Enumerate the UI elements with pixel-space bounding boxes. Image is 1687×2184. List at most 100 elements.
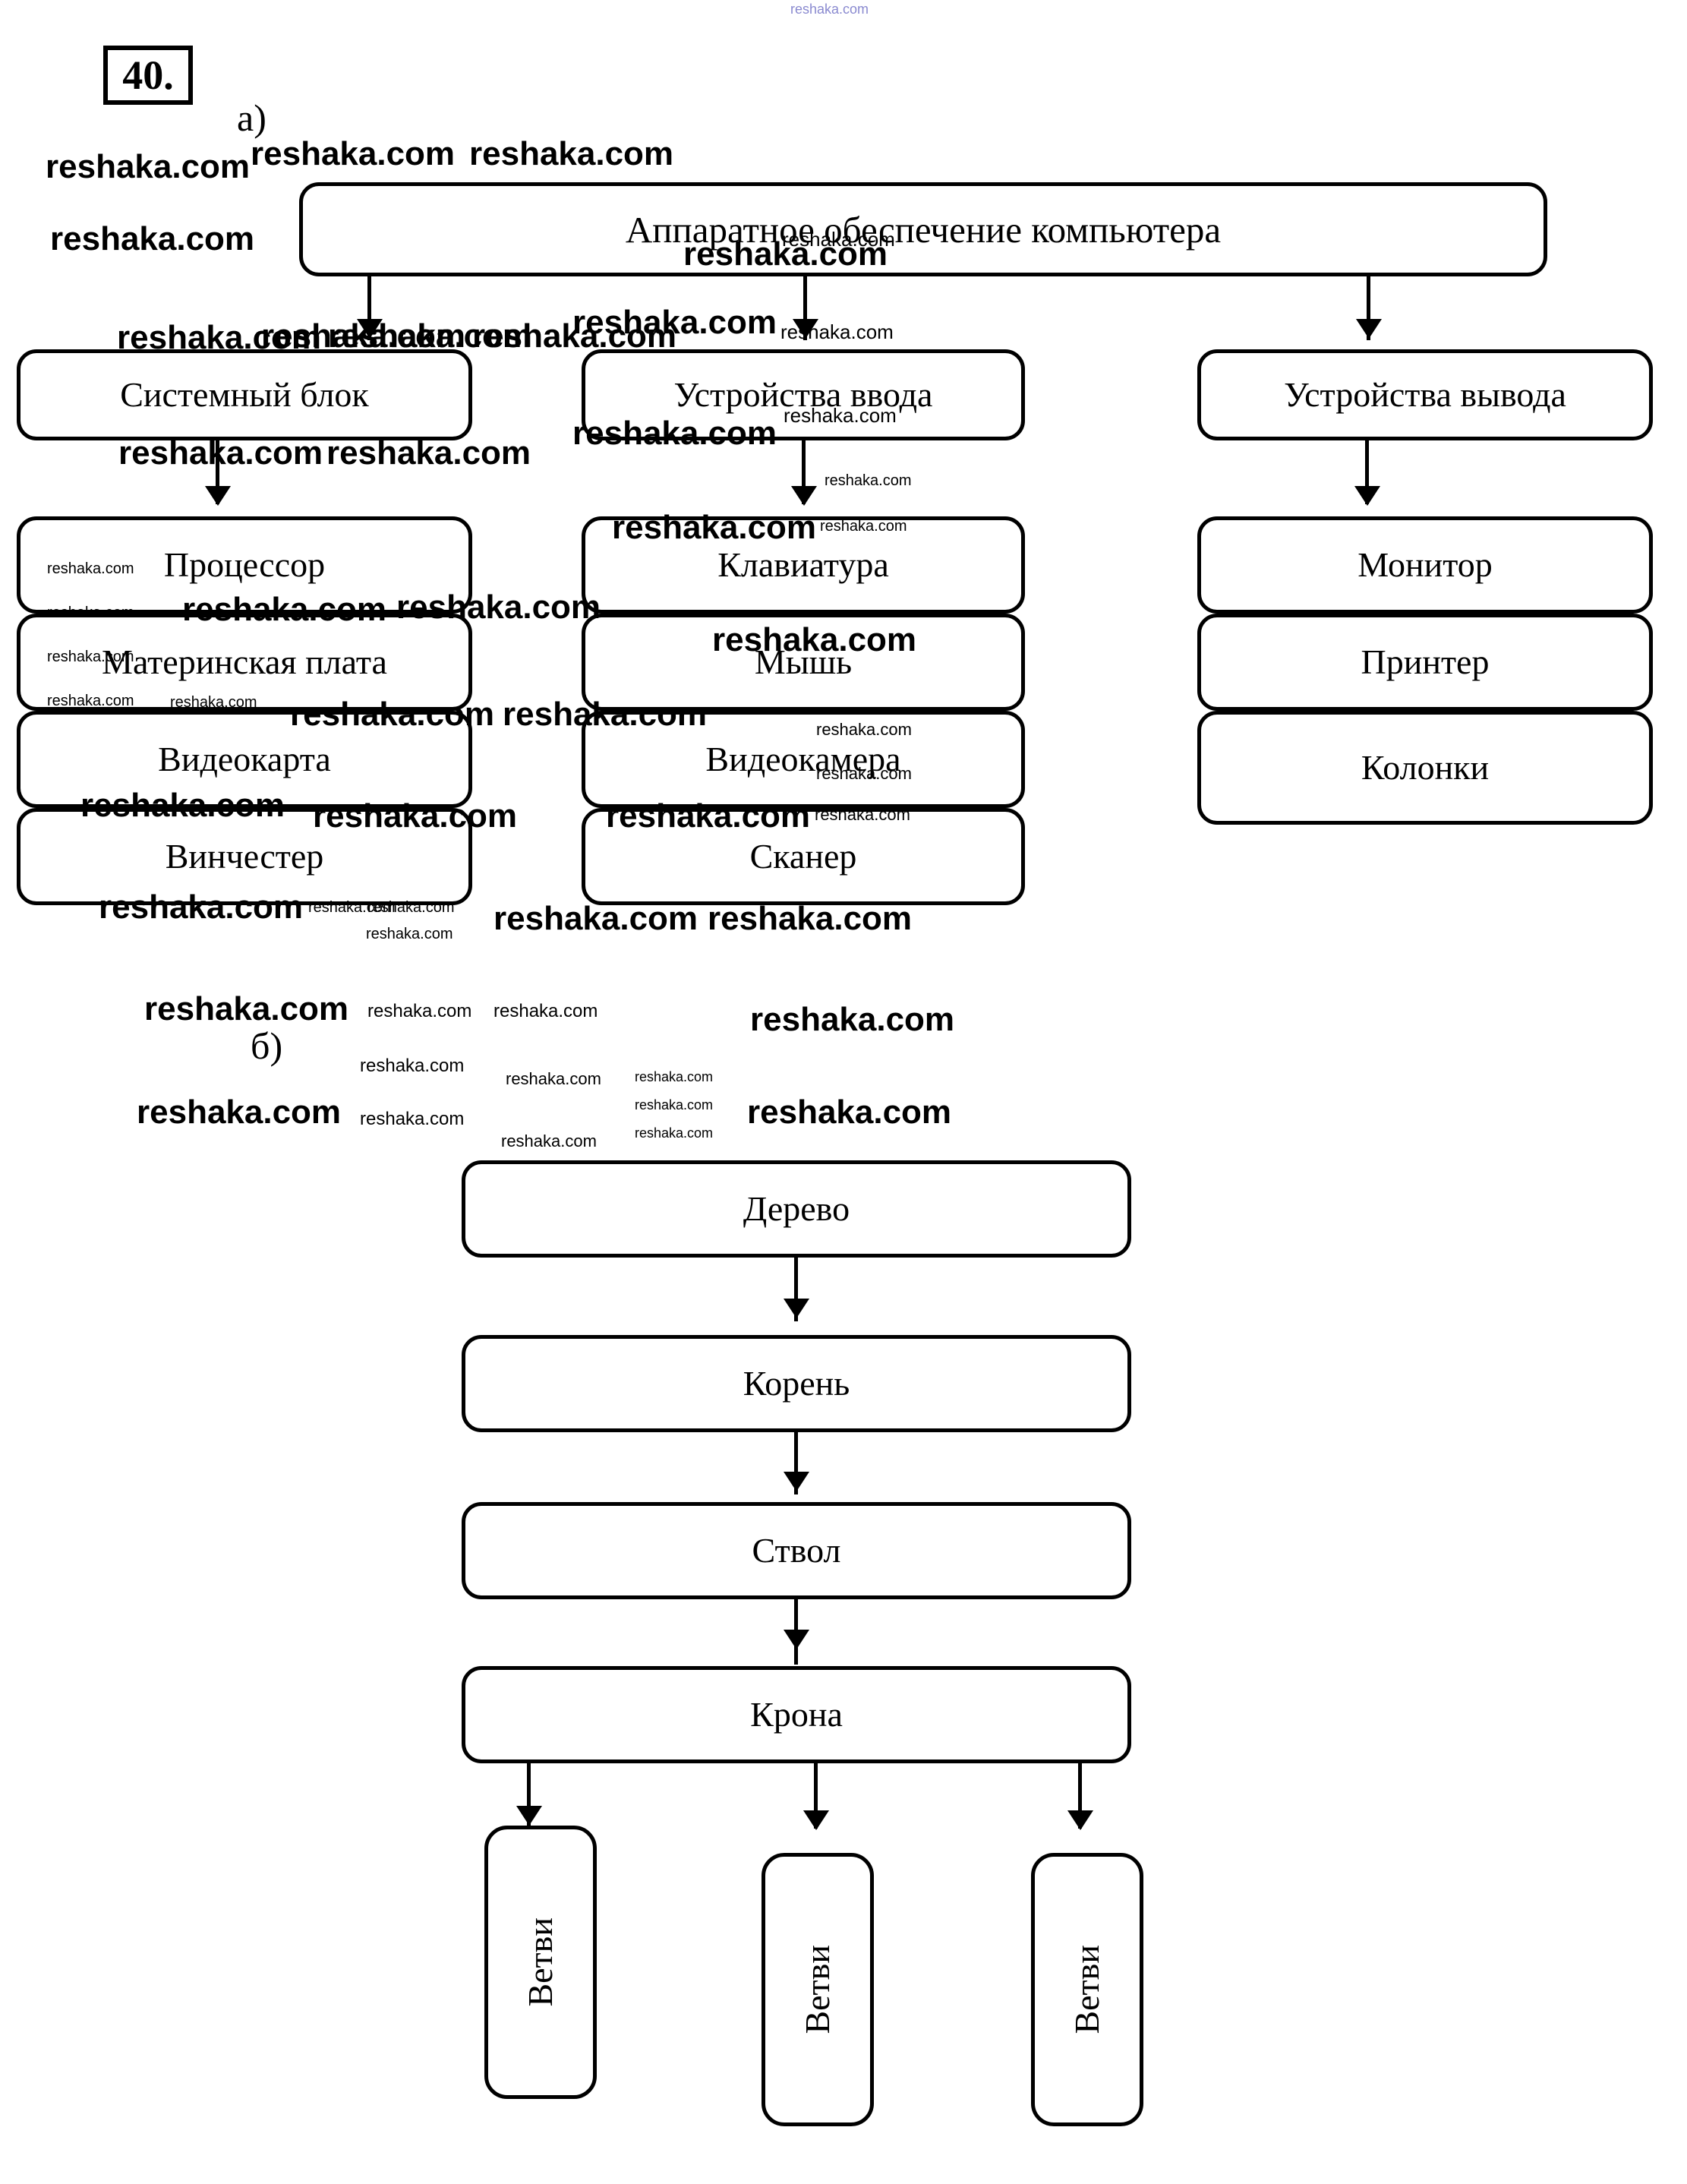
watermark: reshaka.com: [290, 696, 495, 733]
watermark: reshaka.com: [47, 649, 134, 665]
node-root: Корень: [462, 1335, 1131, 1432]
watermark: reshaka.com: [503, 696, 708, 733]
watermark: reshaka.com: [572, 415, 777, 452]
watermark: reshaka.com: [750, 1001, 955, 1038]
connector-sysunit-child: [216, 440, 219, 504]
leaf-speakers: Колонки: [1197, 711, 1653, 825]
watermark: reshaka.com: [790, 2, 869, 17]
node-hardware-label: Аппаратное обеспечение компьютера: [625, 208, 1222, 251]
node-crown-label: Крона: [750, 1695, 843, 1734]
watermark: reshaka.com: [99, 888, 304, 926]
watermark: reshaka.com: [47, 693, 134, 709]
arrow-to-branch-3: [1356, 319, 1382, 339]
arrow-crown-branch-1: [516, 1806, 542, 1826]
leaf-speakers-label: Колонки: [1361, 748, 1490, 787]
node-output-devices-label: Устройства вывода: [1284, 375, 1566, 414]
watermark: reshaka.com: [47, 560, 134, 577]
watermark: reshaka.com: [683, 235, 888, 273]
watermark: reshaka.com: [816, 764, 912, 783]
connector-to-branch-1: [367, 276, 371, 340]
watermark: reshaka.com: [367, 899, 455, 916]
watermark: reshaka.com: [612, 509, 817, 546]
watermark: reshaka.com: [501, 1131, 597, 1150]
leaf-videocard-label: Видеокарта: [158, 740, 331, 778]
watermark: reshaka.com: [472, 317, 677, 355]
connector-to-branch-2: [803, 276, 807, 340]
leaf-mouse: Мышь: [582, 614, 1025, 711]
node-input-devices: Устройства ввода: [582, 349, 1025, 440]
watermark: reshaka.com: [712, 621, 917, 658]
connector-to-branch-3: [1367, 276, 1370, 340]
watermark: reshaka.com: [117, 319, 322, 356]
node-root-label: Корень: [743, 1364, 850, 1403]
watermark: reshaka.com: [170, 694, 257, 711]
node-system-unit-label: Системный блок: [120, 375, 369, 414]
connector-crown-branch-3: [1078, 1763, 1082, 1829]
node-system-unit: Системный блок: [17, 349, 472, 440]
leaf-branches-2-label: Ветви: [798, 1945, 837, 2034]
node-trunk: Ствол: [462, 1502, 1131, 1599]
arrow-tree-root: [784, 1299, 809, 1318]
watermark: reshaka.com: [396, 589, 601, 626]
leaf-videocard: Видеокарта: [17, 711, 472, 808]
watermark: reshaka.com: [313, 797, 518, 835]
node-output-devices: Устройства вывода: [1197, 349, 1653, 440]
watermark: reshaka.com: [506, 1069, 601, 1088]
exercise-number: 40.: [122, 52, 174, 98]
watermark: reshaka.com: [182, 591, 387, 628]
leaf-mouse-label: Мышь: [754, 642, 853, 681]
watermark: reshaka.com: [118, 434, 323, 472]
arrow-to-branch-1: [357, 319, 383, 339]
connector-crown-branch-2: [814, 1763, 818, 1829]
watermark: reshaka.com: [635, 1097, 714, 1113]
leaf-motherboard-label: Материнская плата: [102, 642, 387, 681]
watermark: reshaka.com: [815, 805, 910, 824]
watermark: reshaka.com: [47, 604, 134, 621]
watermark: reshaka.com: [144, 990, 349, 1027]
leaf-processor-label: Процессор: [163, 545, 326, 584]
watermark: reshaka.com: [493, 900, 698, 937]
leaf-monitor-label: Монитор: [1357, 545, 1493, 584]
part-b-label: б): [251, 1024, 283, 1067]
leaf-scanner: Сканер: [582, 808, 1025, 905]
watermark: reshaka.com: [360, 1056, 465, 1076]
node-crown: Крона: [462, 1666, 1131, 1763]
leaf-keyboard-label: Клавиатура: [717, 545, 889, 584]
watermark: reshaka.com: [493, 1001, 598, 1021]
node-tree: Дерево: [462, 1160, 1131, 1258]
connector-input-child: [802, 440, 806, 504]
leaf-motherboard: Материнская плата: [17, 614, 472, 711]
leaf-branches-1: Ветви: [484, 1826, 597, 2099]
leaf-videocamera: Видеокамера: [582, 711, 1025, 808]
watermark: reshaka.com: [366, 926, 453, 942]
leaf-harddrive-label: Винчестер: [165, 837, 324, 876]
watermark: reshaka.com: [784, 404, 897, 427]
leaf-monitor: Монитор: [1197, 516, 1653, 614]
arrow-to-branch-2: [793, 319, 818, 339]
arrow-crown-branch-2: [803, 1810, 829, 1830]
watermark: reshaka.com: [251, 135, 456, 172]
node-tree-label: Дерево: [743, 1189, 850, 1228]
leaf-printer: Принтер: [1197, 614, 1653, 711]
watermark: reshaka.com: [328, 317, 533, 355]
watermark: reshaka.com: [820, 518, 907, 535]
leaf-branches-1-label: Ветви: [521, 1917, 560, 2007]
connector-output-child: [1365, 440, 1369, 504]
watermark: reshaka.com: [308, 899, 396, 916]
node-input-devices-label: Устройства ввода: [673, 375, 933, 414]
leaf-branches-2: Ветви: [762, 1853, 874, 2126]
watermark: reshaka.com: [816, 720, 912, 739]
watermark: reshaka.com: [782, 228, 895, 251]
watermark: reshaka.com: [747, 1094, 952, 1131]
watermark: reshaka.com: [635, 1125, 714, 1141]
watermark: reshaka.com: [572, 304, 777, 341]
watermark: reshaka.com: [635, 1069, 714, 1084]
leaf-scanner-label: Сканер: [749, 837, 857, 876]
arrow-sysunit-child: [205, 486, 231, 506]
watermark: reshaka.com: [367, 1001, 472, 1021]
leaf-harddrive: Винчестер: [17, 808, 472, 905]
arrow-crown-branch-3: [1067, 1810, 1093, 1830]
arrow-output-child: [1354, 486, 1380, 506]
node-trunk-label: Ствол: [752, 1531, 841, 1570]
